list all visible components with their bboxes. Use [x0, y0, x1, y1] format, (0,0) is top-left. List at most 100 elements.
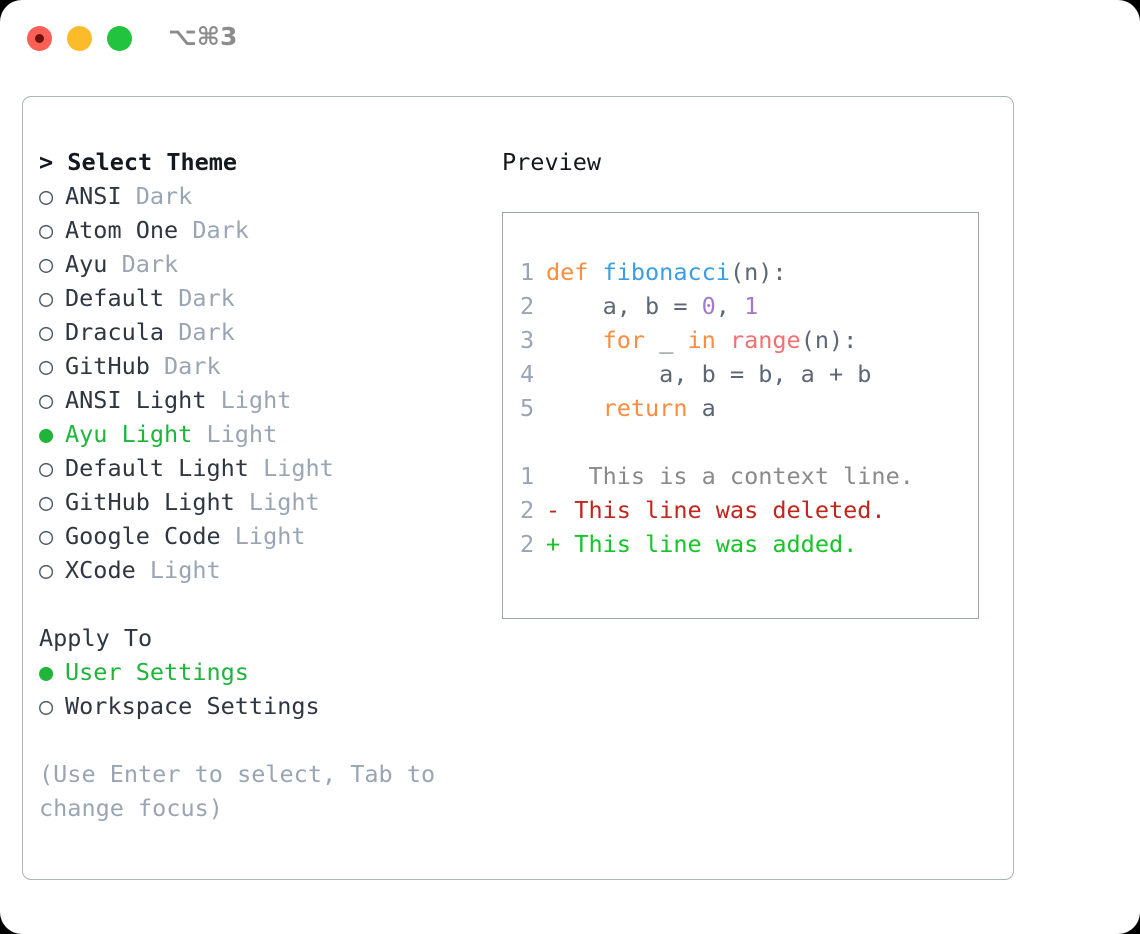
code-line: 4 a, b = b, a + b	[520, 357, 978, 391]
apply-to-option[interactable]: ○ Workspace Settings	[39, 689, 469, 723]
theme-list-item[interactable]: ●Ayu Light Light	[39, 417, 469, 451]
code-token: a	[701, 394, 716, 422]
apply-to-option[interactable]: ● User Settings	[39, 655, 469, 689]
theme-list-item[interactable]: ○Atom One Dark	[39, 213, 469, 247]
radio-unselected-icon: ○	[39, 284, 54, 312]
title-bar: ⌥⌘3	[0, 0, 1140, 78]
code-token: a, b	[546, 292, 674, 320]
theme-kind-label: Light	[220, 522, 306, 550]
line-number: 2	[520, 496, 535, 524]
code-token: (n):	[800, 326, 858, 354]
theme-list-item[interactable]: ○Default Dark	[39, 281, 469, 315]
theme-kind-label: Dark	[121, 182, 193, 210]
theme-list-item[interactable]: ○ ANSI Dark	[39, 179, 469, 213]
line-number: 1	[520, 462, 535, 490]
code-line: 5 return a	[520, 391, 978, 425]
theme-list-item[interactable]: ○Dracula Dark	[39, 315, 469, 349]
theme-name-label: Google Code	[65, 522, 221, 550]
traffic-lights	[27, 26, 132, 51]
diff-marker: +	[546, 530, 561, 558]
radio-unselected-icon: ○	[39, 522, 54, 550]
radio-unselected-icon: ○	[39, 352, 54, 380]
code-diff-spacer	[520, 425, 978, 459]
code-token: for	[546, 326, 660, 354]
theme-name-label: ANSI	[65, 182, 122, 210]
theme-kind-label: Dark	[107, 250, 179, 278]
radio-unselected-icon: ○	[39, 250, 54, 278]
code-token: 0	[701, 292, 716, 320]
theme-kind-label: Dark	[164, 284, 235, 312]
code-token: _	[659, 326, 688, 354]
maximize-icon[interactable]	[107, 26, 132, 51]
line-number: 2	[520, 530, 535, 558]
line-number: 3	[520, 326, 535, 354]
radio-unselected-icon: ○	[39, 454, 54, 482]
diff-marker	[546, 462, 560, 490]
theme-list-item[interactable]: ○ ANSI Light Light	[39, 383, 469, 417]
radio-unselected-icon: ○	[39, 318, 54, 346]
theme-list-item[interactable]: ○ GitHub Dark	[39, 349, 469, 383]
line-number: 2	[520, 292, 535, 320]
theme-name-label: GitHub Light	[65, 488, 235, 516]
diff-text: This is a context line.	[560, 462, 914, 490]
line-number: 5	[520, 394, 535, 422]
diff-marker: -	[546, 496, 561, 524]
line-number: 1	[520, 258, 535, 286]
apply-to-label: User Settings	[65, 658, 249, 686]
code-token: ,	[715, 292, 745, 320]
keyboard-shortcut-label: ⌥⌘3	[168, 22, 238, 51]
theme-list-item[interactable]: ○ Google Code Light	[39, 519, 469, 553]
theme-list-item[interactable]: ○ Default Light Light	[39, 451, 469, 485]
theme-list: ○ANSI Dark○Atom One Dark○Ayu Dark○Defaul…	[39, 179, 469, 587]
radio-unselected-icon: ○	[39, 556, 54, 584]
theme-kind-label: Light	[206, 386, 292, 414]
code-token: 1	[744, 292, 759, 320]
radio-selected-icon: ●	[39, 420, 54, 448]
theme-kind-label: Dark	[149, 352, 221, 380]
radio-selected-icon: ●	[39, 658, 54, 686]
radio-unselected-icon: ○	[39, 386, 54, 414]
keyboard-hint-text: (Use Enter to select, Tab to change focu…	[39, 760, 450, 822]
apply-to-label: Workspace Settings	[65, 692, 320, 720]
code-token: in	[687, 326, 730, 354]
code-token: (n):	[729, 258, 787, 286]
theme-name-label: ANSI Light	[65, 386, 207, 414]
theme-list-item[interactable]: ○ Ayu Dark	[39, 247, 469, 281]
code-token: b	[857, 360, 872, 388]
radio-unselected-icon: ○	[39, 216, 54, 244]
code-line: 2 a, b = 0, 1	[520, 289, 978, 323]
preview-title: Preview	[502, 148, 602, 176]
diff-text: This line was added.	[560, 530, 858, 558]
theme-list-item[interactable]: ○GitHub Light Light	[39, 485, 469, 519]
theme-kind-label: Dark	[164, 318, 235, 346]
code-token: return	[546, 394, 702, 422]
theme-list-column: > Select Theme ○ANSI Dark○Atom One Dark○…	[39, 145, 469, 825]
radio-unselected-icon: ○	[39, 692, 54, 720]
theme-name-label: GitHub	[65, 352, 150, 380]
diff-sample: 1 This is a context line. 2- This line wa…	[520, 459, 978, 561]
radio-unselected-icon: ○	[39, 488, 54, 516]
theme-name-label: XCode	[65, 556, 136, 584]
diff-text: This line was deleted.	[560, 496, 886, 524]
code-token: +	[828, 360, 858, 388]
theme-name-label: Default Light	[65, 454, 249, 482]
theme-selector-panel: > Select Theme ○ANSI Dark○Atom One Dark○…	[22, 96, 1014, 880]
code-line: 3 for _ in range(n):	[520, 323, 978, 357]
apply-to-group: Apply To ●User Settings○Workspace Settin…	[39, 621, 469, 723]
theme-name-label: Atom One	[65, 216, 179, 244]
select-theme-header: > Select Theme	[39, 148, 238, 176]
code-token: fibonacci	[602, 258, 730, 286]
theme-kind-label: Light	[135, 556, 221, 584]
line-number: 4	[520, 360, 535, 388]
radio-unselected-icon: ○	[39, 182, 54, 210]
theme-list-item[interactable]: ○ XCode Light	[39, 553, 469, 587]
apply-to-options: ● User Settings ○ Workspace Settings	[39, 655, 469, 723]
theme-kind-label: Light	[248, 454, 334, 482]
code-token: =	[673, 292, 702, 320]
minimize-icon[interactable]	[67, 26, 92, 51]
close-icon[interactable]	[27, 26, 52, 51]
theme-name-label: Ayu	[65, 250, 108, 278]
